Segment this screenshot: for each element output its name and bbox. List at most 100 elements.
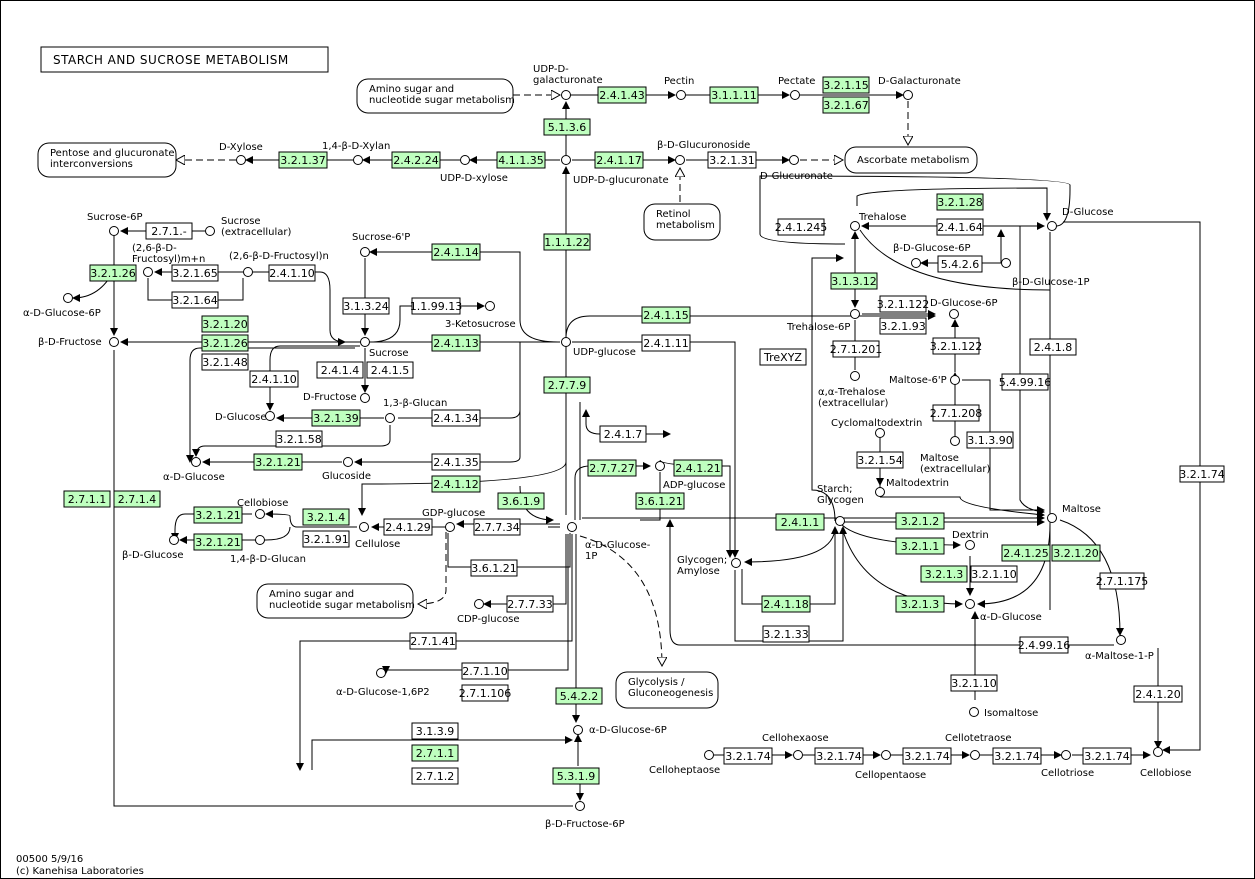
compound-node[interactable] (255, 535, 265, 545)
compound-d-glucose-6p[interactable]: α-D-Glucose-6P (23, 293, 101, 320)
compound-node[interactable] (573, 725, 583, 735)
enzyme-box-2-7-7-9[interactable]: 2.7.7.9 (543, 376, 591, 394)
compound-node[interactable] (790, 90, 800, 100)
enzyme-box-3-2-1-21[interactable]: 3.2.1.21 (193, 533, 243, 551)
compound-node[interactable] (353, 155, 363, 165)
compound-cellotetraose[interactable]: Cellotetraose (945, 733, 1012, 760)
enzyme-box-3-2-1-3[interactable]: 3.2.1.3 (920, 565, 968, 583)
compound-d-glucose-6p[interactable]: α-D-Glucose-6P (573, 725, 667, 736)
compound-d-xylose[interactable]: D-Xylose (219, 142, 263, 165)
enzyme-box-3-2-1-4[interactable]: 3.2.1.4 (302, 508, 350, 526)
enzyme-box-3-1-3-9[interactable]: 3.1.3.9 (411, 722, 459, 740)
compound-node[interactable] (360, 247, 370, 257)
enzyme-box-2-4-1-5[interactable]: 2.4.1.5 (366, 361, 414, 379)
compound-maltose-6-p[interactable]: Maltose-6'P (889, 375, 960, 386)
enzyme-box-3-2-1-64[interactable]: 3.2.1.64 (171, 291, 219, 309)
enzyme-box-2-4-1-1[interactable]: 2.4.1.1 (775, 513, 825, 531)
compound-node[interactable] (445, 522, 455, 532)
compound-2-6-d-fructosyl-n[interactable]: (2,6-β-D-Fructosyl)n (229, 251, 329, 277)
compound-node[interactable] (911, 258, 921, 268)
enzyme-box-2-4-1-245[interactable]: 2.4.1.245 (775, 218, 827, 236)
compound-node[interactable] (1153, 747, 1163, 757)
compound-node[interactable] (205, 226, 215, 236)
enzyme-box-2-4-1-64[interactable]: 2.4.1.64 (936, 218, 984, 236)
compound-node[interactable] (850, 371, 860, 381)
compound-d-galacturonate[interactable]: D-Galacturonate (878, 76, 961, 100)
enzyme-box-3-2-1-1[interactable]: 3.2.1.1 (895, 537, 945, 555)
compound-isomaltose[interactable]: Isomaltose (969, 707, 1039, 720)
compound-node[interactable] (1047, 513, 1057, 523)
enzyme-box-TreXYZ[interactable]: TreXYZ (759, 348, 807, 366)
enzyme-box-3-1-3-12[interactable]: 3.1.3.12 (830, 272, 878, 290)
enzyme-box-2-7-7-34[interactable]: 2.7.7.34 (473, 518, 521, 536)
compound-trehalose-6p[interactable]: Trehalose-6P (786, 309, 860, 334)
enzyme-box-3-2-1-39[interactable]: 3.2.1.39 (311, 409, 361, 427)
compound-d-fructose[interactable]: β-D-Fructose (38, 337, 119, 348)
compound-d-fructose-6p[interactable]: β-D-Fructose-6P (545, 801, 625, 831)
enzyme-box-3-2-1-58[interactable]: 3.2.1.58 (275, 430, 323, 448)
enzyme-box-2-4-1-10[interactable]: 2.4.1.10 (268, 264, 316, 282)
enzyme-box-2-7-1-4[interactable]: 2.7.1.4 (113, 490, 161, 508)
enzyme-box-2-4-1-13[interactable]: 2.4.1.13 (431, 334, 481, 352)
compound-node[interactable] (236, 155, 246, 165)
enzyme-box-2-4-99-16[interactable]: 2.4.99.16 (1018, 636, 1070, 654)
compound-node[interactable] (376, 668, 386, 678)
enzyme-box-3-2-1-67[interactable]: 3.2.1.67 (822, 96, 870, 114)
compound-maltodextrin[interactable]: Maltodextrin (875, 478, 949, 497)
enzyme-box-3-2-1-15[interactable]: 3.2.1.15 (822, 76, 870, 94)
enzyme-box-3-2-1-74[interactable]: 3.2.1.74 (992, 747, 1042, 765)
compound-node[interactable] (360, 393, 370, 403)
enzyme-box-2-7-7-27[interactable]: 2.7.7.27 (587, 459, 637, 477)
enzyme-box-3-2-1-21[interactable]: 3.2.1.21 (253, 453, 303, 471)
compound-cellohexaose[interactable]: Cellohexaose (762, 733, 829, 760)
compound-node[interactable] (903, 90, 913, 100)
enzyme-box-2-7-1-201[interactable]: 2.7.1.201 (830, 340, 882, 358)
compound-node[interactable] (881, 750, 891, 760)
compound-node[interactable] (789, 155, 799, 165)
compound-1-4-d-glucan[interactable]: 1,4-β-D-Glucan (230, 535, 306, 566)
enzyme-box-3-2-1-20[interactable]: 3.2.1.20 (1051, 544, 1101, 562)
compound-glucoside[interactable]: Glucoside (322, 457, 371, 483)
enzyme-box-2-4-1-15[interactable]: 2.4.1.15 (641, 306, 691, 324)
compound-node[interactable] (949, 309, 959, 319)
enzyme-box-2-4-1-18[interactable]: 2.4.1.18 (761, 595, 811, 613)
compound-udp-d-galacturonate[interactable]: UDP-D-galacturonate (533, 64, 603, 100)
enzyme-box-2-4-1-8[interactable]: 2.4.1.8 (1029, 338, 1077, 356)
compound-node[interactable] (875, 428, 885, 438)
compound-node[interactable] (965, 540, 975, 550)
compound-d-glucose-1p[interactable]: α-D-Glucose-1P (567, 522, 651, 563)
compound-node[interactable] (950, 436, 960, 446)
compound-d-glucose-6p[interactable]: β-D-Glucose-6P (893, 243, 971, 268)
compound-node[interactable] (793, 750, 803, 760)
compound-node[interactable] (850, 309, 860, 319)
enzyme-box-3-2-1-3[interactable]: 3.2.1.3 (895, 595, 945, 613)
enzyme-box-2-7-1-175[interactable]: 2.7.1.175 (1096, 572, 1148, 590)
enzyme-box-3-2-1-26[interactable]: 3.2.1.26 (89, 264, 137, 282)
compound-cellotriose[interactable]: Cellotriose (1041, 750, 1094, 780)
compound-node[interactable] (835, 516, 845, 526)
compound-maltose[interactable]: Maltose (1047, 504, 1101, 523)
compound-node[interactable] (169, 535, 179, 545)
compound-d-glucose-6p[interactable]: D-Glucose-6P (930, 298, 998, 319)
enzyme-box-3-2-1-48[interactable]: 3.2.1.48 (201, 353, 249, 371)
enzyme-box-3-2-1-20[interactable]: 3.2.1.20 (201, 315, 249, 333)
enzyme-box-3-2-1-74[interactable]: 3.2.1.74 (814, 747, 864, 765)
compound-node[interactable] (109, 337, 119, 347)
compound-sucrose-6p[interactable]: Sucrose-6P (87, 212, 143, 236)
enzyme-box-3-2-1-122[interactable]: 3.2.1.122 (930, 337, 982, 355)
enzyme-box-2-7-1-1[interactable]: 2.7.1.1 (63, 490, 111, 508)
compound-node[interactable] (359, 522, 369, 532)
compound-1-3-glucan[interactable]: 1,3-β-Glucan (383, 398, 447, 423)
compound-d-glucuronoside[interactable]: β-D-Glucuronoside (657, 140, 750, 165)
compound-node[interactable] (63, 293, 73, 303)
compound-node[interactable] (704, 750, 714, 760)
compound-cellulose[interactable]: Cellulose (355, 522, 400, 551)
compound-pectate[interactable]: Pectate (778, 76, 815, 100)
enzyme-box-2-4-1-17[interactable]: 2.4.1.17 (594, 151, 644, 169)
compound-cdp-glucose[interactable]: CDP-glucose (457, 599, 520, 626)
enzyme-box-2-7-7-33[interactable]: 2.7.7.33 (506, 595, 554, 613)
compound-node[interactable] (191, 457, 201, 467)
compound-sucrose-extracellular[interactable]: Sucrose(extracellular) (205, 216, 292, 238)
